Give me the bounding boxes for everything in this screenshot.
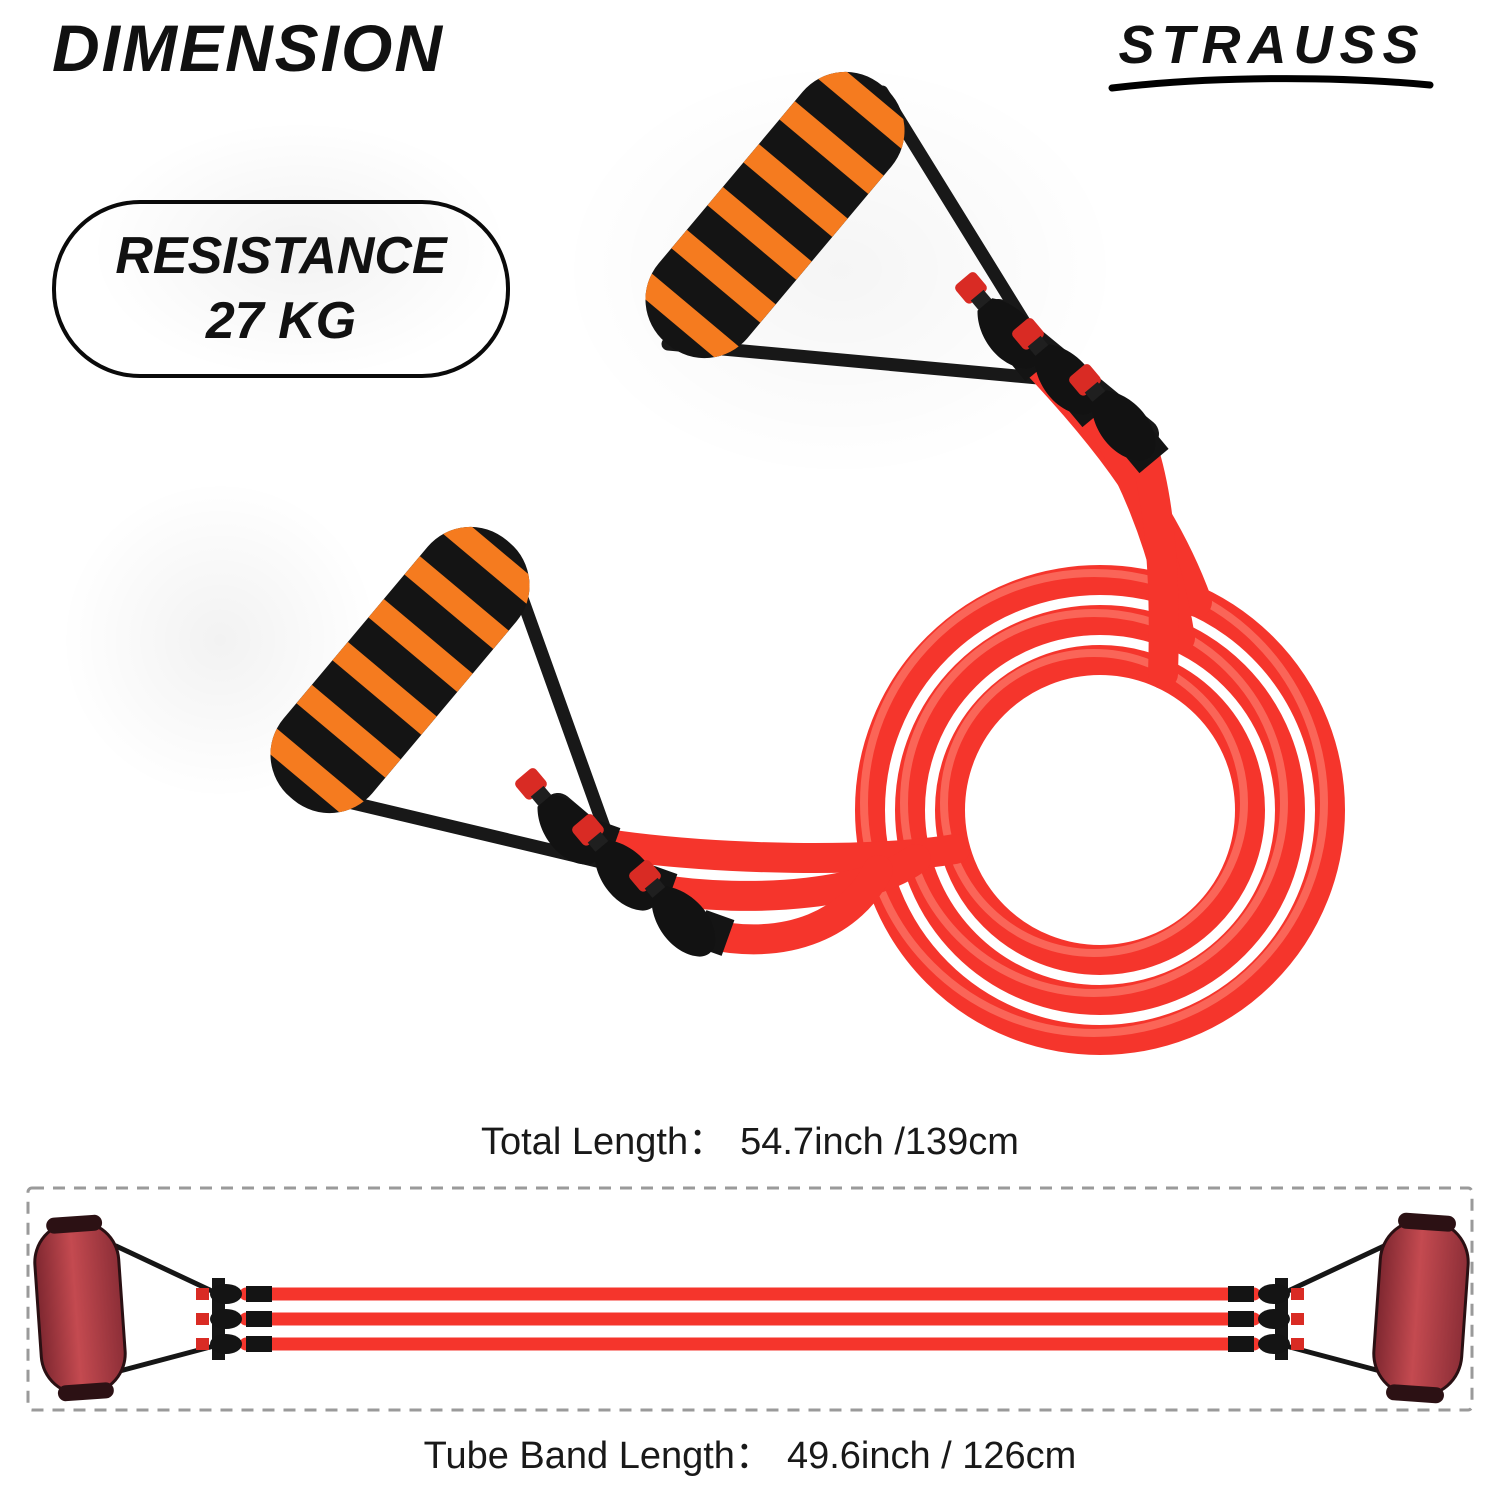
band-tubes (239, 1287, 1261, 1351)
total-length-value: 54.7inch /139cm (740, 1121, 1019, 1163)
total-length-label: Total Length： (481, 1121, 727, 1163)
left-band-handle (33, 1214, 127, 1402)
dashed-measure-box (26, 1186, 1474, 1412)
resistance-badge: RESISTANCE 27 KG (52, 200, 510, 378)
resistance-band-photo (0, 0, 1345, 1055)
right-band-strap (1283, 1243, 1387, 1375)
band-length-diagram (26, 1186, 1474, 1412)
right-band-handle (1372, 1212, 1470, 1404)
left-band-clips (196, 1284, 242, 1354)
brand-logo: STRAUSS (1102, 14, 1442, 94)
brand-name: STRAUSS (1118, 15, 1426, 75)
band-tube-sleeves (246, 1286, 1254, 1352)
brand-swoosh-icon (1108, 75, 1434, 92)
tube-coil-highlight (860, 569, 1328, 1037)
resistance-badge-line2: 27 KG (205, 292, 357, 350)
tube-band-length-text: Tube Band Length： 49.6inch / 126cm (0, 1424, 1500, 1479)
tube-band-length-value: 49.6inch / 126cm (786, 1435, 1077, 1477)
lower-foam-handle (248, 504, 553, 836)
total-length-text: Total Length： 54.7inch /139cm (0, 1110, 1500, 1165)
tube-coil (855, 565, 1345, 1055)
lower-tubes (577, 827, 970, 955)
tube-band-length-label: Tube Band Length： (423, 1435, 773, 1477)
right-band-clips (1258, 1284, 1304, 1354)
upper-foam-handle (623, 49, 928, 381)
page-title: DIMENSION (52, 11, 445, 85)
resistance-badge-line1: RESISTANCE (115, 227, 447, 285)
left-band-strap (113, 1243, 217, 1375)
